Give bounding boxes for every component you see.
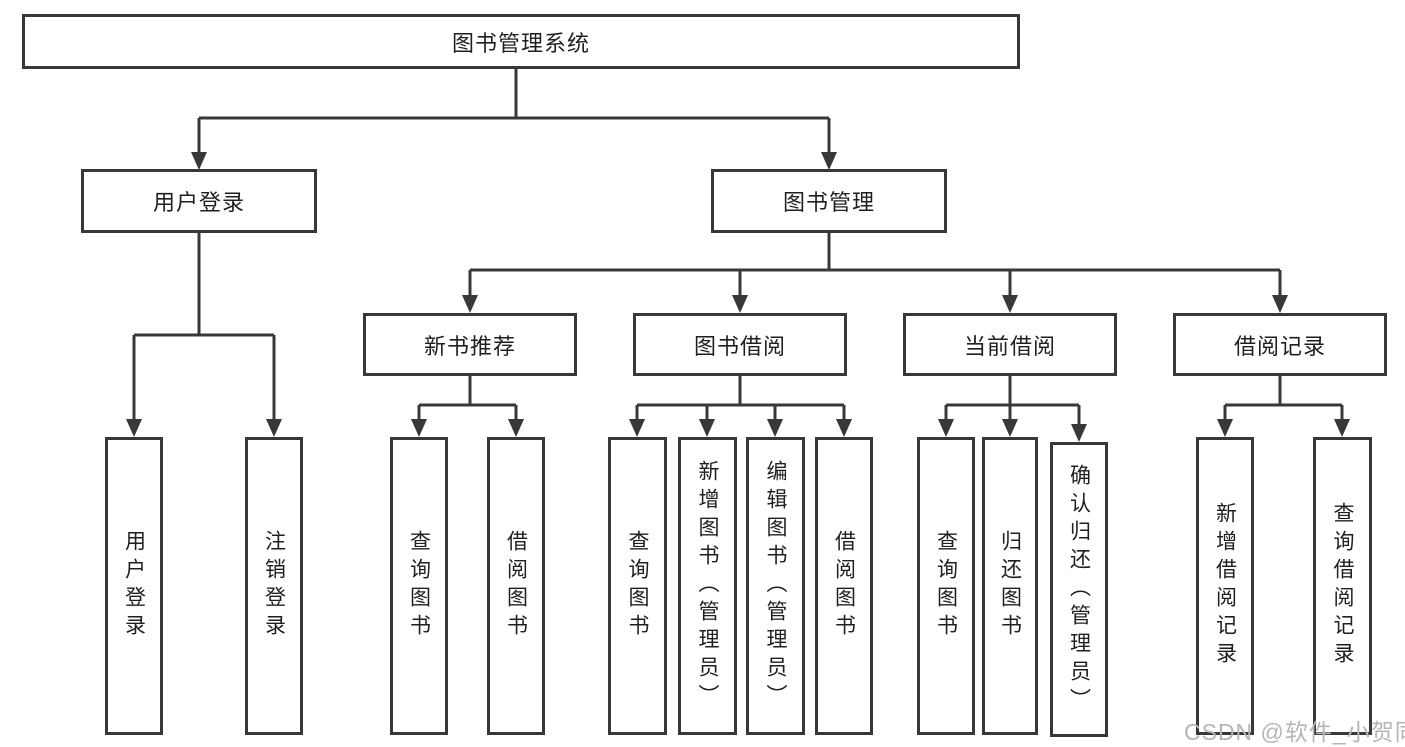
node-current-borrow-label: 当前借阅 bbox=[963, 333, 1056, 359]
leaf-logout-label: 注销登录 bbox=[262, 530, 286, 642]
leaf-query-books-current-label: 查询图书 bbox=[934, 530, 958, 642]
leaf-query-books-recommend-label: 查询图书 bbox=[407, 530, 431, 642]
node-user-login: 用户登录 bbox=[81, 169, 317, 233]
node-library-system: 图书管理系统 bbox=[22, 14, 1020, 69]
node-book-management-label: 图书管理 bbox=[782, 190, 875, 215]
leaf-edit-books-admin: 编辑图书（管理员） bbox=[746, 437, 805, 735]
node-new-book-recommend: 新书推荐 bbox=[363, 313, 577, 376]
leaf-query-books-recommend: 查询图书 bbox=[390, 437, 448, 735]
node-book-borrow: 图书借阅 bbox=[633, 313, 847, 376]
leaf-user-login: 用户登录 bbox=[105, 437, 163, 735]
leaf-edit-books-admin-label: 编辑图书（管理员） bbox=[764, 460, 788, 712]
node-book-management: 图书管理 bbox=[711, 169, 947, 233]
leaf-query-books-borrow: 查询图书 bbox=[608, 437, 667, 735]
node-new-book-recommend-label: 新书推荐 bbox=[423, 333, 516, 359]
leaf-borrow-books: 借阅图书 bbox=[815, 437, 873, 735]
node-borrow-records-label: 借阅记录 bbox=[1233, 333, 1326, 359]
leaf-query-borrow-record: 查询借阅记录 bbox=[1313, 437, 1372, 735]
node-book-borrow-label: 图书借阅 bbox=[693, 333, 786, 359]
leaf-add-borrow-record-label: 新增借阅记录 bbox=[1213, 502, 1237, 670]
leaf-borrow-books-recommend: 借阅图书 bbox=[487, 437, 545, 735]
leaf-query-books-current: 查询图书 bbox=[917, 437, 975, 735]
leaf-borrow-books-label: 借阅图书 bbox=[832, 530, 856, 642]
csdn-watermark: CSDN @软件_小贺同学 bbox=[1184, 719, 1405, 745]
leaf-borrow-books-recommend-label: 借阅图书 bbox=[504, 530, 528, 642]
leaf-user-login-label: 用户登录 bbox=[122, 530, 146, 642]
node-library-system-label: 图书管理系统 bbox=[451, 30, 590, 56]
leaf-add-borrow-record: 新增借阅记录 bbox=[1196, 437, 1254, 735]
node-borrow-records: 借阅记录 bbox=[1173, 313, 1387, 376]
node-user-login-label: 用户登录 bbox=[152, 190, 245, 215]
leaf-query-borrow-record-label: 查询借阅记录 bbox=[1331, 502, 1355, 670]
leaf-add-books-admin-label: 新增图书（管理员） bbox=[696, 460, 720, 712]
leaf-confirm-return-admin-label: 确认归还（管理员） bbox=[1067, 463, 1091, 716]
node-current-borrow: 当前借阅 bbox=[903, 313, 1117, 376]
leaf-add-books-admin: 新增图书（管理员） bbox=[678, 437, 737, 735]
leaf-query-books-borrow-label: 查询图书 bbox=[626, 530, 650, 642]
leaf-return-books-label: 归还图书 bbox=[998, 530, 1022, 642]
leaf-return-books: 归还图书 bbox=[982, 437, 1038, 735]
leaf-confirm-return-admin: 确认归还（管理员） bbox=[1050, 442, 1108, 737]
leaf-logout: 注销登录 bbox=[245, 437, 303, 735]
